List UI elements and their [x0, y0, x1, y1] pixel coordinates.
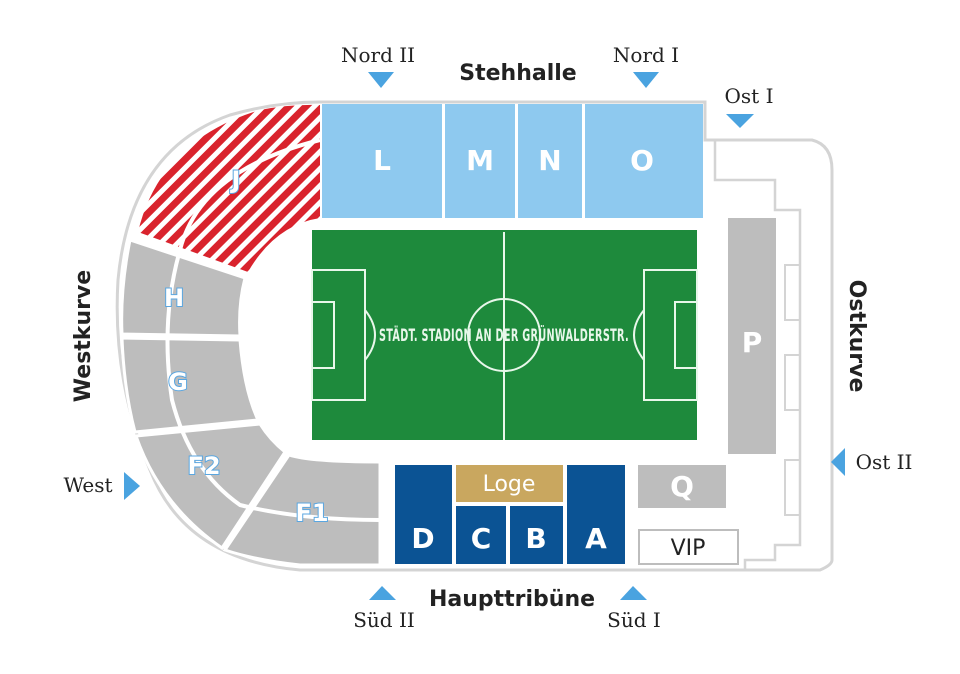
west-inner-aisle — [165, 249, 381, 522]
pitch-markings — [311, 232, 698, 440]
block-a-label: A — [585, 522, 607, 555]
block-p[interactable] — [728, 218, 776, 454]
vip-label: VIP — [671, 536, 706, 561]
block-g[interactable] — [120, 336, 261, 434]
block-l-label: L — [373, 144, 391, 177]
gate-west-label: West — [63, 473, 112, 497]
gate-sued-ii-arrow-icon — [369, 586, 396, 600]
block-m[interactable] — [445, 104, 515, 218]
stand-north-label: Stehhalle — [459, 61, 576, 86]
block-a[interactable] — [567, 465, 625, 564]
block-g-label: G — [168, 368, 188, 396]
block-f2-label: F2 — [187, 452, 220, 480]
loge-label: Loge — [483, 472, 536, 497]
block-o-label: O — [630, 144, 654, 177]
block-o[interactable] — [585, 104, 703, 218]
block-h-label: H — [164, 284, 184, 312]
block-d[interactable] — [395, 465, 452, 564]
block-l[interactable] — [322, 104, 442, 218]
stand-west-label: Westkurve — [71, 270, 96, 402]
gate-nord-i-arrow-icon — [633, 72, 659, 88]
gate-nord-ii-label: Nord II — [341, 43, 415, 67]
block-q-label: Q — [670, 470, 694, 503]
block-f1-label: F1 — [295, 499, 328, 527]
block-c-label: C — [471, 522, 492, 555]
block-q[interactable] — [638, 465, 726, 508]
gate-ost-i-label: Ost I — [725, 84, 774, 108]
gate-sued-ii-label: Süd II — [353, 608, 415, 632]
block-j[interactable] — [138, 104, 320, 272]
gate-ost-ii-arrow-icon — [831, 448, 845, 476]
block-m-label: M — [466, 144, 494, 177]
gate-ost-i-arrow-icon — [726, 114, 754, 128]
stand-south-label: Haupttribüne — [429, 587, 595, 612]
stand-east-label: Ostkurve — [844, 280, 869, 393]
block-b-label: B — [525, 522, 546, 555]
block-f2[interactable] — [133, 422, 288, 551]
loge-box[interactable] — [456, 465, 563, 502]
block-d-label: D — [411, 522, 434, 555]
block-j-inner-arc — [178, 138, 321, 251]
block-b[interactable] — [510, 506, 563, 564]
block-c[interactable] — [456, 506, 506, 564]
block-h[interactable] — [120, 238, 247, 338]
block-n[interactable] — [518, 104, 582, 218]
gate-nord-i-label: Nord I — [613, 43, 679, 67]
block-n-label: N — [538, 144, 561, 177]
block-p-label: P — [742, 326, 763, 359]
gate-sued-i-label: Süd I — [607, 608, 661, 632]
vip-box[interactable] — [638, 529, 739, 565]
block-f1[interactable] — [222, 453, 382, 567]
gate-west-arrow-icon — [124, 472, 140, 500]
block-j-label: J — [230, 166, 241, 194]
gate-sued-i-arrow-icon — [620, 586, 647, 600]
gate-ost-ii-label: Ost II — [856, 450, 913, 474]
gate-nord-ii-arrow-icon — [368, 72, 394, 88]
pitch-label: STÄDT. STADION AN DER GRÜNWALDERSTR. — [379, 324, 629, 346]
east-stair-marks — [784, 264, 801, 516]
